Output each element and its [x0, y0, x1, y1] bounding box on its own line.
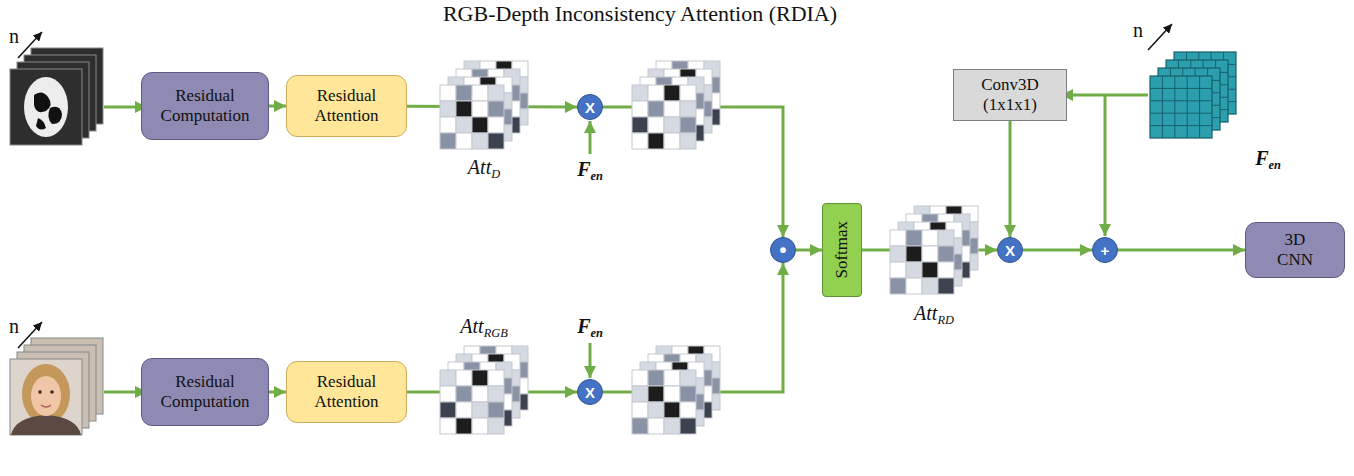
- shoulders: [11, 415, 81, 435]
- label-base: n: [1133, 19, 1143, 41]
- label-subscript: en: [1268, 158, 1280, 172]
- weighted-feature-stack: [632, 61, 720, 149]
- dimension-label: n: [9, 315, 19, 338]
- connector-arrow: [603, 107, 783, 237]
- node-label: Residual Attention: [287, 372, 406, 411]
- node-label: X: [1005, 243, 1015, 258]
- node-label: Residual Attention: [287, 86, 406, 125]
- connector-arrow: [1009, 121, 1012, 237]
- frame-axis-arrow: [1148, 24, 1172, 50]
- connector-arrow: [407, 391, 577, 394]
- tensor-label: AttRD: [914, 302, 954, 328]
- frame-axis-arrow: [18, 322, 42, 348]
- tensor-label: Fen: [577, 158, 603, 184]
- attention-map-stack: [890, 206, 978, 294]
- weighted-feature-stack: [632, 346, 720, 434]
- depth-blob: [36, 118, 46, 130]
- node-label: Conv3D (1x1x1): [954, 75, 1066, 114]
- mouth: [41, 405, 51, 407]
- frame: [17, 62, 89, 138]
- label-base: Att: [914, 302, 937, 324]
- label-base: n: [9, 315, 19, 337]
- region-outline: [33, 31, 1204, 469]
- label-base: F: [577, 158, 590, 180]
- operator-circle: X: [577, 94, 603, 120]
- process-box: Residual Computation: [141, 358, 269, 426]
- operator-circle: •: [770, 237, 796, 263]
- operator-circle: X: [997, 237, 1023, 263]
- label-subscript: RD: [937, 313, 954, 327]
- rgb-input-stack: [10, 338, 103, 435]
- node-label: X: [585, 100, 595, 115]
- tensor-label: Fen: [577, 315, 603, 341]
- encoder-feature-stack: [1150, 52, 1236, 138]
- node-label: +: [1101, 243, 1110, 258]
- eye: [50, 390, 54, 394]
- dashed-region: RGB-Depth Inconsistency Attention (RDIA)…: [32, 30, 1205, 470]
- label-base: Att: [460, 315, 483, 337]
- frame: [10, 69, 82, 145]
- attention-map-stack: [440, 346, 528, 434]
- diagram-title: RGB-Depth Inconsistency Attention (RDIA): [443, 1, 837, 26]
- node-label: 3D CNN: [1273, 230, 1317, 269]
- tensor-label: AttD: [468, 156, 500, 182]
- connector-arrow: [269, 105, 286, 108]
- label-subscript: en: [590, 326, 602, 340]
- frame: [31, 48, 103, 124]
- attention-box: Residual Attention: [286, 361, 407, 423]
- depth-blob: [34, 92, 51, 112]
- label-base: Att: [468, 156, 491, 178]
- label-subscript: D: [491, 167, 500, 181]
- depth-blob: [48, 107, 62, 124]
- connector-arrow: [603, 263, 783, 392]
- dimension-label: n: [1133, 19, 1143, 42]
- frame: [10, 359, 82, 435]
- operator-circle: X: [577, 379, 603, 405]
- attention-box: Residual Attention: [286, 75, 407, 137]
- connector-arrow: [1118, 249, 1245, 252]
- tensor-label: Fen: [1255, 147, 1281, 173]
- connector-arrow: [407, 105, 577, 109]
- node-label: Softmax: [832, 221, 852, 279]
- frame: [17, 352, 89, 428]
- frame: [31, 338, 103, 414]
- process-box: Residual Computation: [141, 72, 269, 140]
- tensor-label: AttRGB: [460, 315, 507, 341]
- frame-axis-arrow: [18, 32, 42, 58]
- dimension-label: n: [9, 25, 19, 48]
- label-subscript: RGB: [484, 326, 508, 340]
- softmax-box: Softmax: [822, 203, 862, 297]
- eye: [38, 390, 42, 394]
- node-label: Residual Computation: [142, 372, 268, 411]
- connector-arrow: [1023, 249, 1092, 252]
- label-base: n: [9, 25, 19, 47]
- label-subscript: en: [590, 169, 602, 183]
- feature-arrow: [1061, 94, 1148, 97]
- connector-arrow: [796, 249, 822, 252]
- process-box: 3D CNN: [1245, 222, 1345, 278]
- connector-arrow: [269, 391, 286, 394]
- feature-arrow: [589, 121, 592, 154]
- attention-map-stack: [440, 61, 528, 149]
- skip-arrow: [1104, 95, 1107, 236]
- node-label: •: [779, 240, 786, 260]
- frame: [24, 55, 96, 131]
- label-base: F: [577, 315, 590, 337]
- frame: [24, 345, 96, 421]
- conv-box: Conv3D (1x1x1): [953, 69, 1067, 121]
- node-label: Residual Computation: [142, 86, 268, 125]
- connector-arrow: [862, 249, 997, 252]
- depth-input-stack: [10, 48, 103, 145]
- face: [31, 376, 61, 416]
- face-mask: [24, 77, 68, 137]
- node-label: X: [585, 385, 595, 400]
- operator-circle: +: [1092, 237, 1118, 263]
- feature-arrow: [589, 343, 592, 378]
- label-base: F: [1255, 147, 1268, 169]
- hair: [22, 364, 70, 424]
